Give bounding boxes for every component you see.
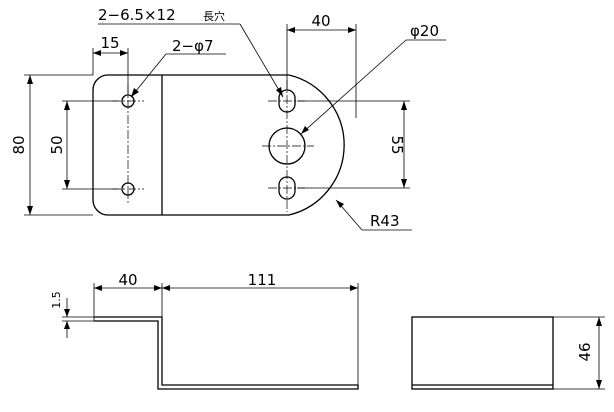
dim-length: 111 <box>162 271 359 385</box>
dim-hole-spacing-label: 50 <box>48 135 66 154</box>
dim-length-label: 111 <box>248 271 277 289</box>
callout-radius-label: R43 <box>370 212 400 230</box>
bracket-profile <box>94 316 359 390</box>
dim-slot-spacing: 55 <box>297 100 410 189</box>
plate-outline <box>92 74 345 216</box>
side-outline <box>411 316 554 390</box>
callout-large-hole-label: φ20 <box>410 22 439 40</box>
dim-thickness: 1.5 <box>50 291 94 338</box>
dim-flange: 40 <box>93 271 163 317</box>
callout-slots-note: 長穴 <box>203 9 225 23</box>
callout-large-hole: φ20 <box>300 22 446 135</box>
callout-radius: R43 <box>335 199 412 231</box>
dim-slot-spacing-label: 55 <box>388 135 406 154</box>
dim-height-label: 80 <box>10 135 28 154</box>
callout-holes: 2−φ7 <box>130 37 226 98</box>
dim-thickness-label: 1.5 <box>50 291 63 309</box>
dim-slot-pitch-label: 40 <box>311 12 330 30</box>
dim-width: 46 <box>553 316 605 390</box>
side-view <box>411 316 554 390</box>
dim-hole-offset: 15 <box>92 34 129 95</box>
callout-holes-label: 2−φ7 <box>172 37 214 55</box>
dim-hole-spacing: 50 <box>48 100 118 190</box>
front-view <box>93 316 359 390</box>
dim-height: 80 <box>10 74 93 216</box>
dim-flange-label: 40 <box>118 271 137 289</box>
dim-width-label: 46 <box>576 342 594 361</box>
callout-slots-label: 2−6.5×12 <box>98 6 176 24</box>
dim-slot-pitch: 40 <box>286 12 357 118</box>
top-view <box>92 74 345 216</box>
dim-hole-offset-label: 15 <box>100 34 119 52</box>
callout-slots: 2−6.5×12 長穴 <box>98 6 284 98</box>
